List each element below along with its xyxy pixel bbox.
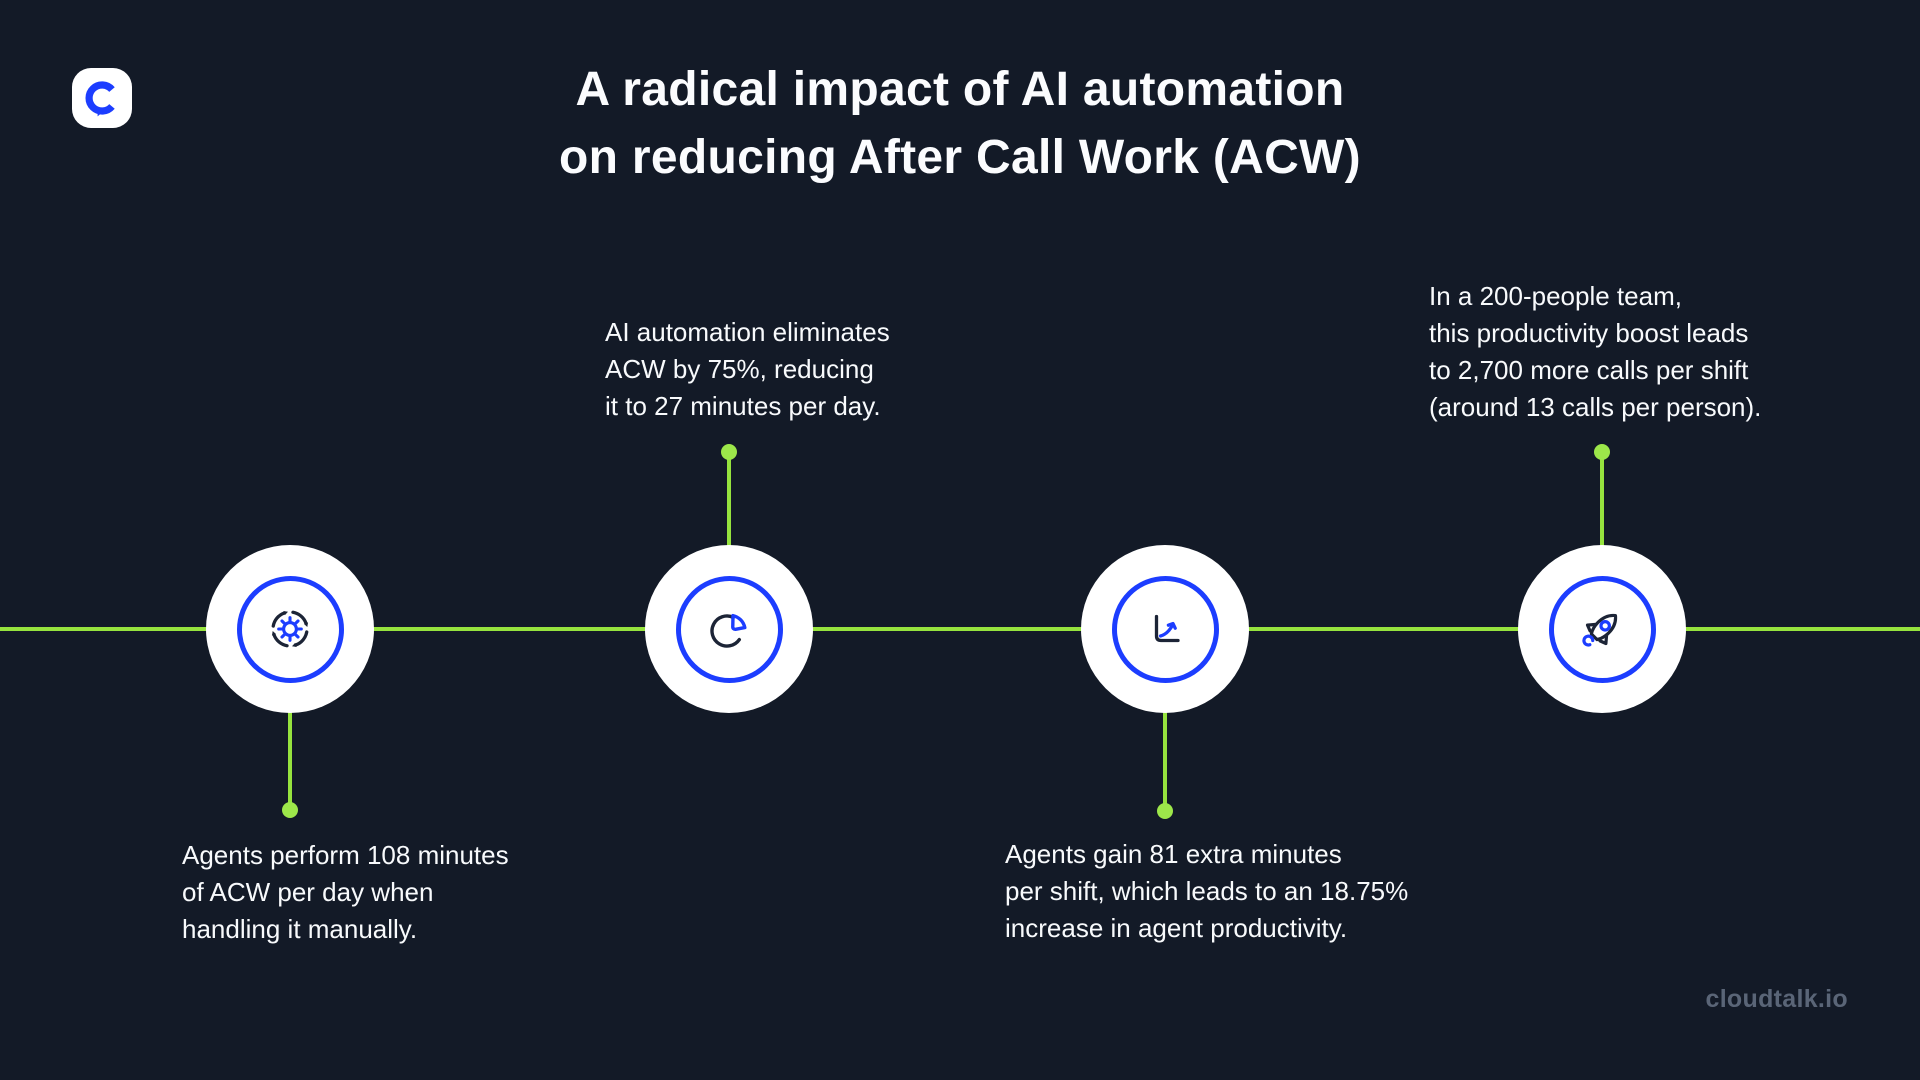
rocket-icon (1582, 613, 1618, 647)
caption-line: to 2,700 more calls per shift (1429, 355, 1749, 385)
caption-line: ACW by 75%, reducing (605, 354, 874, 384)
connector-dot-step-3 (1157, 803, 1173, 819)
node-ring (675, 575, 783, 683)
caption-line: AI automation eliminates (605, 317, 890, 347)
caption-line: it to 27 minutes per day. (605, 391, 881, 421)
caption-line: this productivity boost leads (1429, 318, 1749, 348)
caption-line: Agents perform 108 minutes (182, 840, 509, 870)
timeline-node-4 (1518, 545, 1686, 713)
timeline-node-2 (645, 545, 813, 713)
timeline-node-1 (206, 545, 374, 713)
caption-line: Agents gain 81 extra minutes (1005, 839, 1342, 869)
connector-dot-step-4 (1594, 444, 1610, 460)
step-caption-3: Agents gain 81 extra minutes per shift, … (1005, 836, 1408, 947)
caption-line: (around 13 calls per person). (1429, 392, 1762, 422)
connector-dot-step-2 (721, 444, 737, 460)
caption-line: increase in agent productivity. (1005, 913, 1348, 943)
caption-line: handling it manually. (182, 914, 418, 944)
node-ring (1111, 575, 1219, 683)
node-ring (236, 575, 344, 683)
step-caption-4: In a 200-people team, this productivity … (1429, 278, 1761, 426)
node-ring (1548, 575, 1656, 683)
connector-step-1 (288, 629, 292, 805)
connector-step-3 (1163, 629, 1167, 805)
connector-step-2 (727, 452, 731, 629)
title-line-1: A radical impact of AI automation (575, 63, 1345, 116)
timeline-node-3 (1081, 545, 1249, 713)
caption-line: per shift, which leads to an 18.75% (1005, 876, 1409, 906)
automation-gear-icon (271, 610, 309, 648)
cloudtalk-c-logo-icon (85, 81, 115, 117)
timeline-line (0, 627, 1920, 631)
page-title: A radical impact of AI automation on red… (0, 56, 1920, 192)
step-caption-2: AI automation eliminates ACW by 75%, red… (605, 314, 890, 425)
pie-chart-icon (710, 613, 747, 648)
footer-site-label: cloudtalk.io (1705, 985, 1848, 1013)
caption-line: In a 200-people team, (1429, 281, 1682, 311)
caption-line: of ACW per day when (182, 877, 434, 907)
connector-dot-step-1 (282, 802, 298, 818)
title-line-2: on reducing After Call Work (ACW) (559, 131, 1361, 184)
growth-chart-icon (1154, 614, 1180, 643)
step-caption-1: Agents perform 108 minutes of ACW per da… (182, 837, 509, 948)
connector-step-4 (1600, 452, 1604, 629)
cloudtalk-logo (72, 68, 132, 128)
